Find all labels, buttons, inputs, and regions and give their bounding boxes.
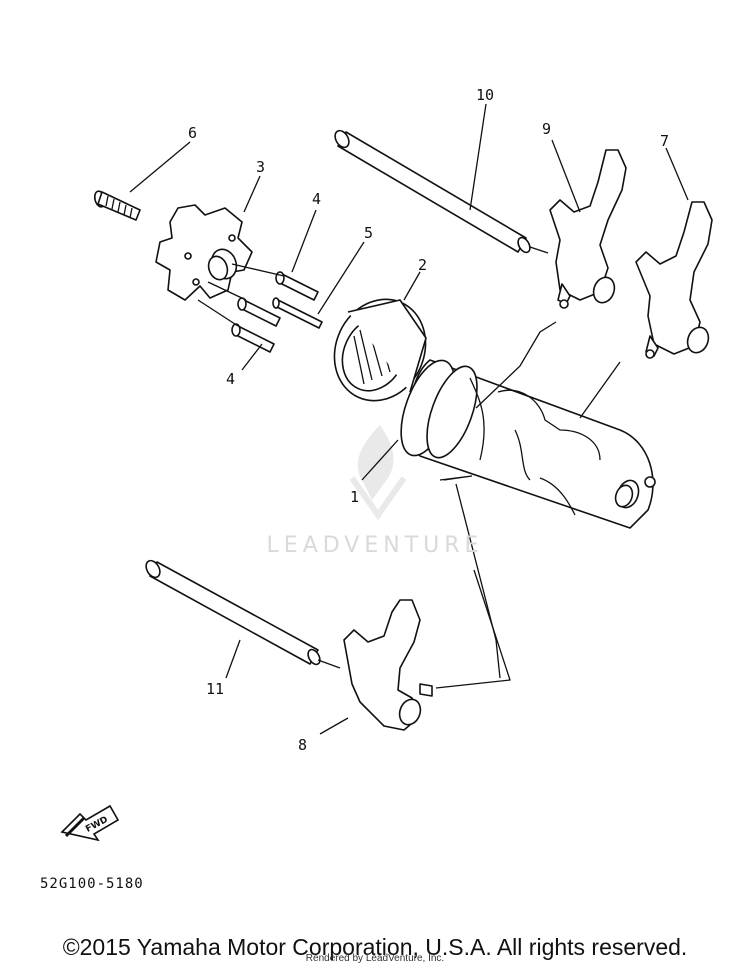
shift-fork-7 [635,201,713,359]
shift-fork-rod-lower [145,559,341,669]
callout-10: 10 [476,86,494,104]
callout-1: 1 [350,488,359,506]
shift-cam-drum [400,359,656,529]
fork-engagement-lines [435,321,621,689]
needle-bearing [333,298,427,402]
callout-9: 9 [542,120,551,138]
callout-6: 6 [188,124,197,142]
leader-lines [129,103,689,735]
callout-5: 5 [364,224,373,242]
shift-fork-9 [549,149,627,309]
callout-8: 8 [298,736,307,754]
rendered-by-notice: Rendered by LeadVenture, Inc. [305,953,445,964]
screw [93,190,141,221]
callout-4-upper: 4 [312,190,321,208]
callout-3: 3 [256,158,265,176]
diagram-code: 52G100-5180 [40,876,144,892]
watermark-logo [349,425,407,521]
callout-4-lower: 4 [226,370,235,388]
shift-fork-8 [343,599,433,731]
pins [197,263,319,353]
callout-11: 11 [206,680,224,698]
watermark-text: LEADVENTURE [266,533,484,558]
callout-2: 2 [418,256,427,274]
callout-7: 7 [660,132,669,150]
copyright-notice: ©2015 Yamaha Motor Corporation, U.S.A. A… [62,934,688,960]
segment-plate [155,204,253,301]
dowel-pin [272,297,323,329]
shift-fork-rod-upper [334,129,549,254]
forward-arrow-icon: FWD [60,804,120,842]
